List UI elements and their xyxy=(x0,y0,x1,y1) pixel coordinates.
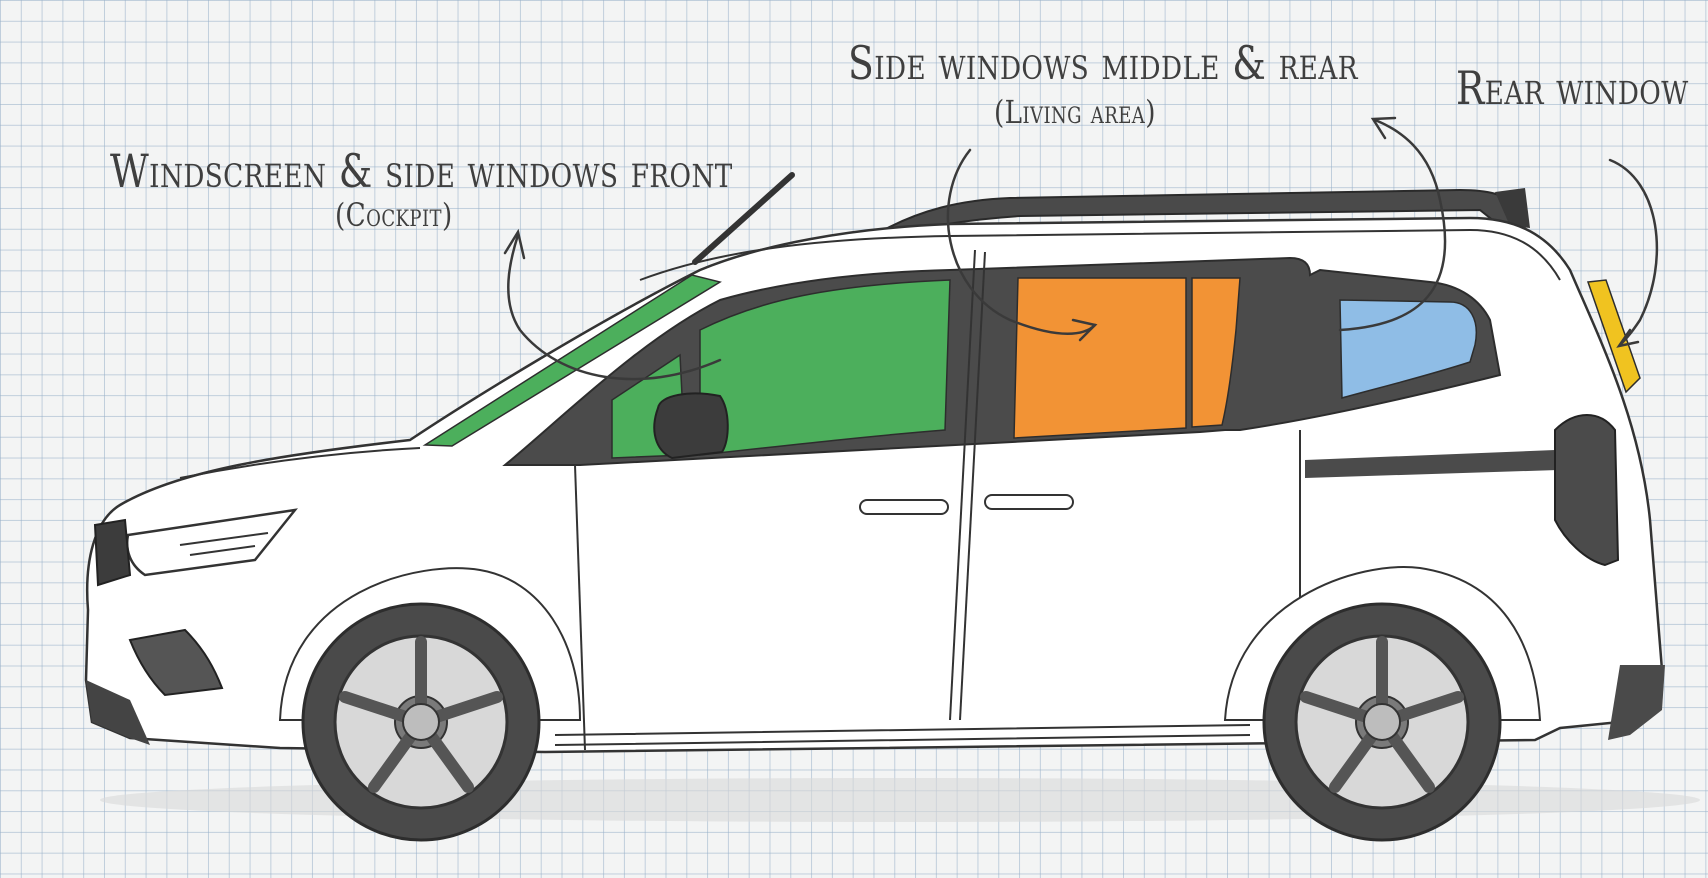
side-strip xyxy=(1305,450,1558,478)
middle-windows-title: Side windows middle & rear xyxy=(848,36,1358,90)
door-handles xyxy=(859,494,1074,515)
annotation-arrows xyxy=(503,116,1659,381)
front-arrow-head xyxy=(503,228,526,260)
blue-arrow-head xyxy=(1370,116,1397,140)
front-windows-subtitle: (Cockpit) xyxy=(335,196,453,234)
headlight-detail xyxy=(179,532,269,556)
rear-bumper xyxy=(1608,665,1665,740)
grille xyxy=(93,518,132,587)
roofline xyxy=(639,228,1561,281)
rear-arrow xyxy=(1608,158,1659,347)
rear-wheel xyxy=(1262,602,1502,842)
front-wheel xyxy=(301,602,541,842)
side-mirror xyxy=(653,392,729,460)
front-windows-title: Windscreen & side windows front xyxy=(110,144,733,198)
sill xyxy=(554,724,1251,746)
hood-line xyxy=(179,447,421,479)
middle-arrow xyxy=(946,148,1097,335)
rear-side-window-orange xyxy=(1191,277,1241,428)
rear-window-title: Rear window xyxy=(1456,61,1689,115)
front-arrow xyxy=(507,233,722,381)
blue-arrow xyxy=(1338,118,1447,332)
door-lines xyxy=(574,249,1301,751)
middle-arrow-head xyxy=(1071,318,1098,342)
front-door-window xyxy=(699,279,951,456)
rear-arrow-head xyxy=(1616,328,1640,348)
front-bumper xyxy=(86,680,150,745)
rear-window xyxy=(1586,279,1641,394)
rear-light xyxy=(1554,414,1620,567)
fog-light xyxy=(128,628,224,697)
middle-windows-subtitle: (Living area) xyxy=(994,93,1156,131)
windscreen xyxy=(422,274,722,447)
middle-window xyxy=(1013,277,1187,439)
antenna xyxy=(692,172,795,265)
